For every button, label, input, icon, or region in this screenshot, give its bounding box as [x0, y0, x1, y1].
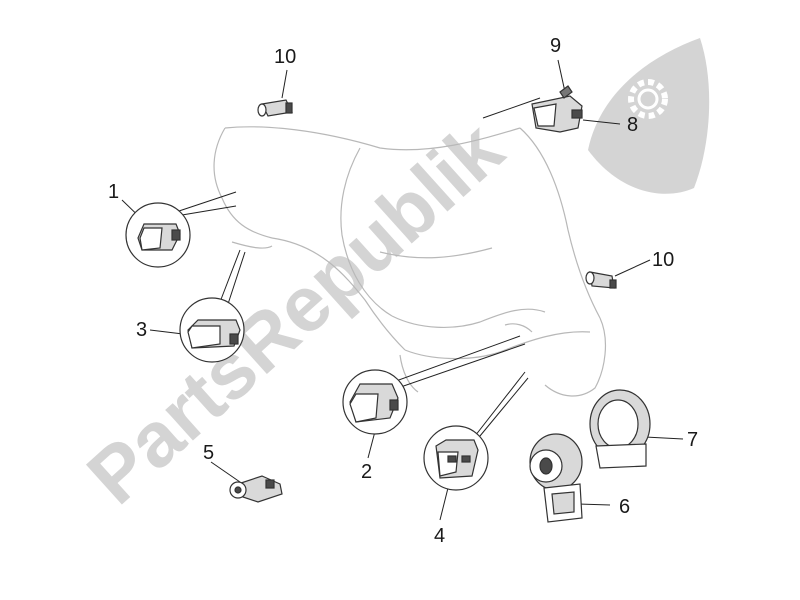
- gear-icon: [588, 38, 710, 194]
- callout-10-top: 10: [274, 46, 296, 68]
- callout-3: 3: [136, 319, 147, 341]
- part-6-ignition-switch: [529, 433, 583, 523]
- part-7-ring-bezel: [589, 389, 651, 469]
- callout-9: 9: [550, 35, 561, 57]
- callout-7: 7: [687, 429, 698, 451]
- callout-labels: 1 3 2 4 5 6 7 8 9 10 10: [108, 35, 698, 547]
- part-10-bulb-right: [585, 271, 617, 289]
- leader-lines: [121, 59, 684, 521]
- part-10-bulb-top: [257, 99, 293, 117]
- part-4-switch: [423, 425, 489, 491]
- callout-6: 6: [619, 496, 630, 518]
- callout-5: 5: [203, 442, 214, 464]
- part-3-switch: [179, 297, 245, 363]
- part-2-switch: [342, 369, 408, 435]
- callout-8: 8: [627, 114, 638, 136]
- part-5-connector: [229, 475, 283, 503]
- callout-2: 2: [361, 461, 372, 483]
- callout-4: 4: [434, 525, 445, 547]
- callout-1: 1: [108, 181, 119, 203]
- handlebar-cover-outline: [213, 126, 606, 397]
- callout-10-right: 10: [652, 249, 674, 271]
- part-8-9-switch: [531, 85, 583, 133]
- part-1-switch: [125, 202, 191, 268]
